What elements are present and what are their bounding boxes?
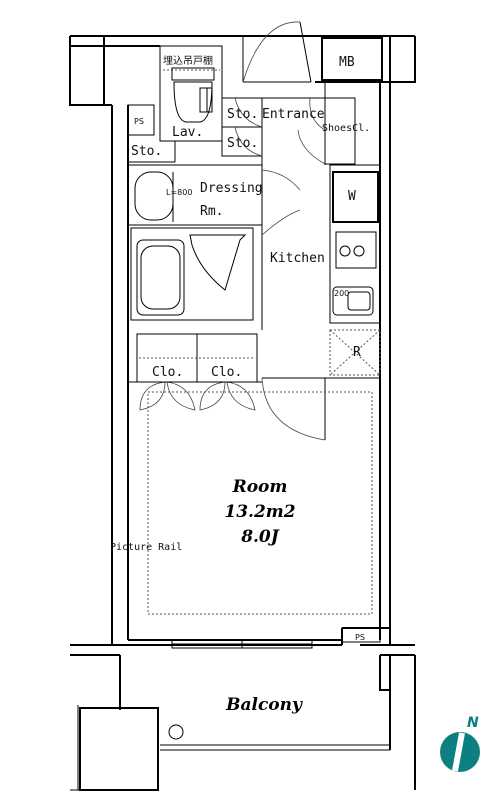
drain-icon [168, 724, 184, 740]
mb-box [321, 37, 383, 81]
picture-rail-outline [147, 391, 373, 615]
refrigerator-space [329, 329, 381, 376]
label-kitchen: Kitchen [270, 251, 325, 266]
outdoor-unit [79, 707, 159, 791]
label-storage-top: 埋込吊戸棚 [163, 54, 213, 67]
label-clo-2: Clo. [211, 365, 242, 380]
label-balcony: Balcony [225, 695, 303, 715]
svg-text:200: 200 [334, 289, 349, 298]
label-room: Room [232, 477, 288, 497]
closets [128, 333, 262, 411]
label-w: W [348, 189, 356, 204]
balcony [79, 707, 184, 791]
label-picture-rail: Picture Rail [110, 542, 182, 553]
label-r: R [353, 345, 361, 360]
kitchen: 200 [329, 164, 381, 376]
label-shoes: ShoesCl. [322, 123, 370, 134]
label-sto-lower: Sto. [227, 136, 258, 151]
sink [173, 81, 213, 123]
label-lav: Lav. [172, 125, 203, 140]
shoes-closet [324, 97, 356, 165]
label-sto-entrance: Sto. [227, 107, 258, 122]
left-wall-upper [69, 36, 105, 106]
label-ps-bottom: PS [355, 633, 365, 642]
room-door-swing [261, 377, 326, 441]
label-area-m2: 13.2m2 [224, 502, 295, 522]
label-sto-left: Sto. [131, 144, 162, 159]
bathroom [130, 227, 254, 321]
label-area-j: 8.0J [240, 527, 280, 547]
ps-box-left [127, 104, 155, 136]
main-room [147, 377, 381, 649]
compass-needle-icon [452, 732, 465, 772]
stove-burner-left [339, 245, 351, 257]
labels: 埋込吊戸棚 PS Lav. Sto. Sto. Entrance Sto. Sh… [110, 54, 370, 715]
label-rm: Rm. [200, 204, 223, 219]
bathtub [136, 239, 185, 316]
dressing-room [128, 156, 301, 330]
entrance-area [221, 21, 383, 165]
label-ps-left: PS [134, 117, 144, 126]
lavatory-area [127, 45, 223, 163]
compass-label: N [467, 715, 479, 731]
stove-burner-right [353, 245, 365, 257]
fridge-w [332, 171, 379, 223]
bath-door [189, 234, 247, 291]
label-mb: MB [339, 55, 355, 70]
label-entrance: Entrance [262, 107, 325, 122]
label-l800: L=800 [166, 188, 192, 197]
front-door-swing [242, 21, 301, 83]
north-compass: N [440, 715, 480, 772]
label-clo-1: Clo. [152, 365, 183, 380]
label-dressing: Dressing [200, 181, 263, 196]
kitchen-sink [332, 286, 374, 316]
